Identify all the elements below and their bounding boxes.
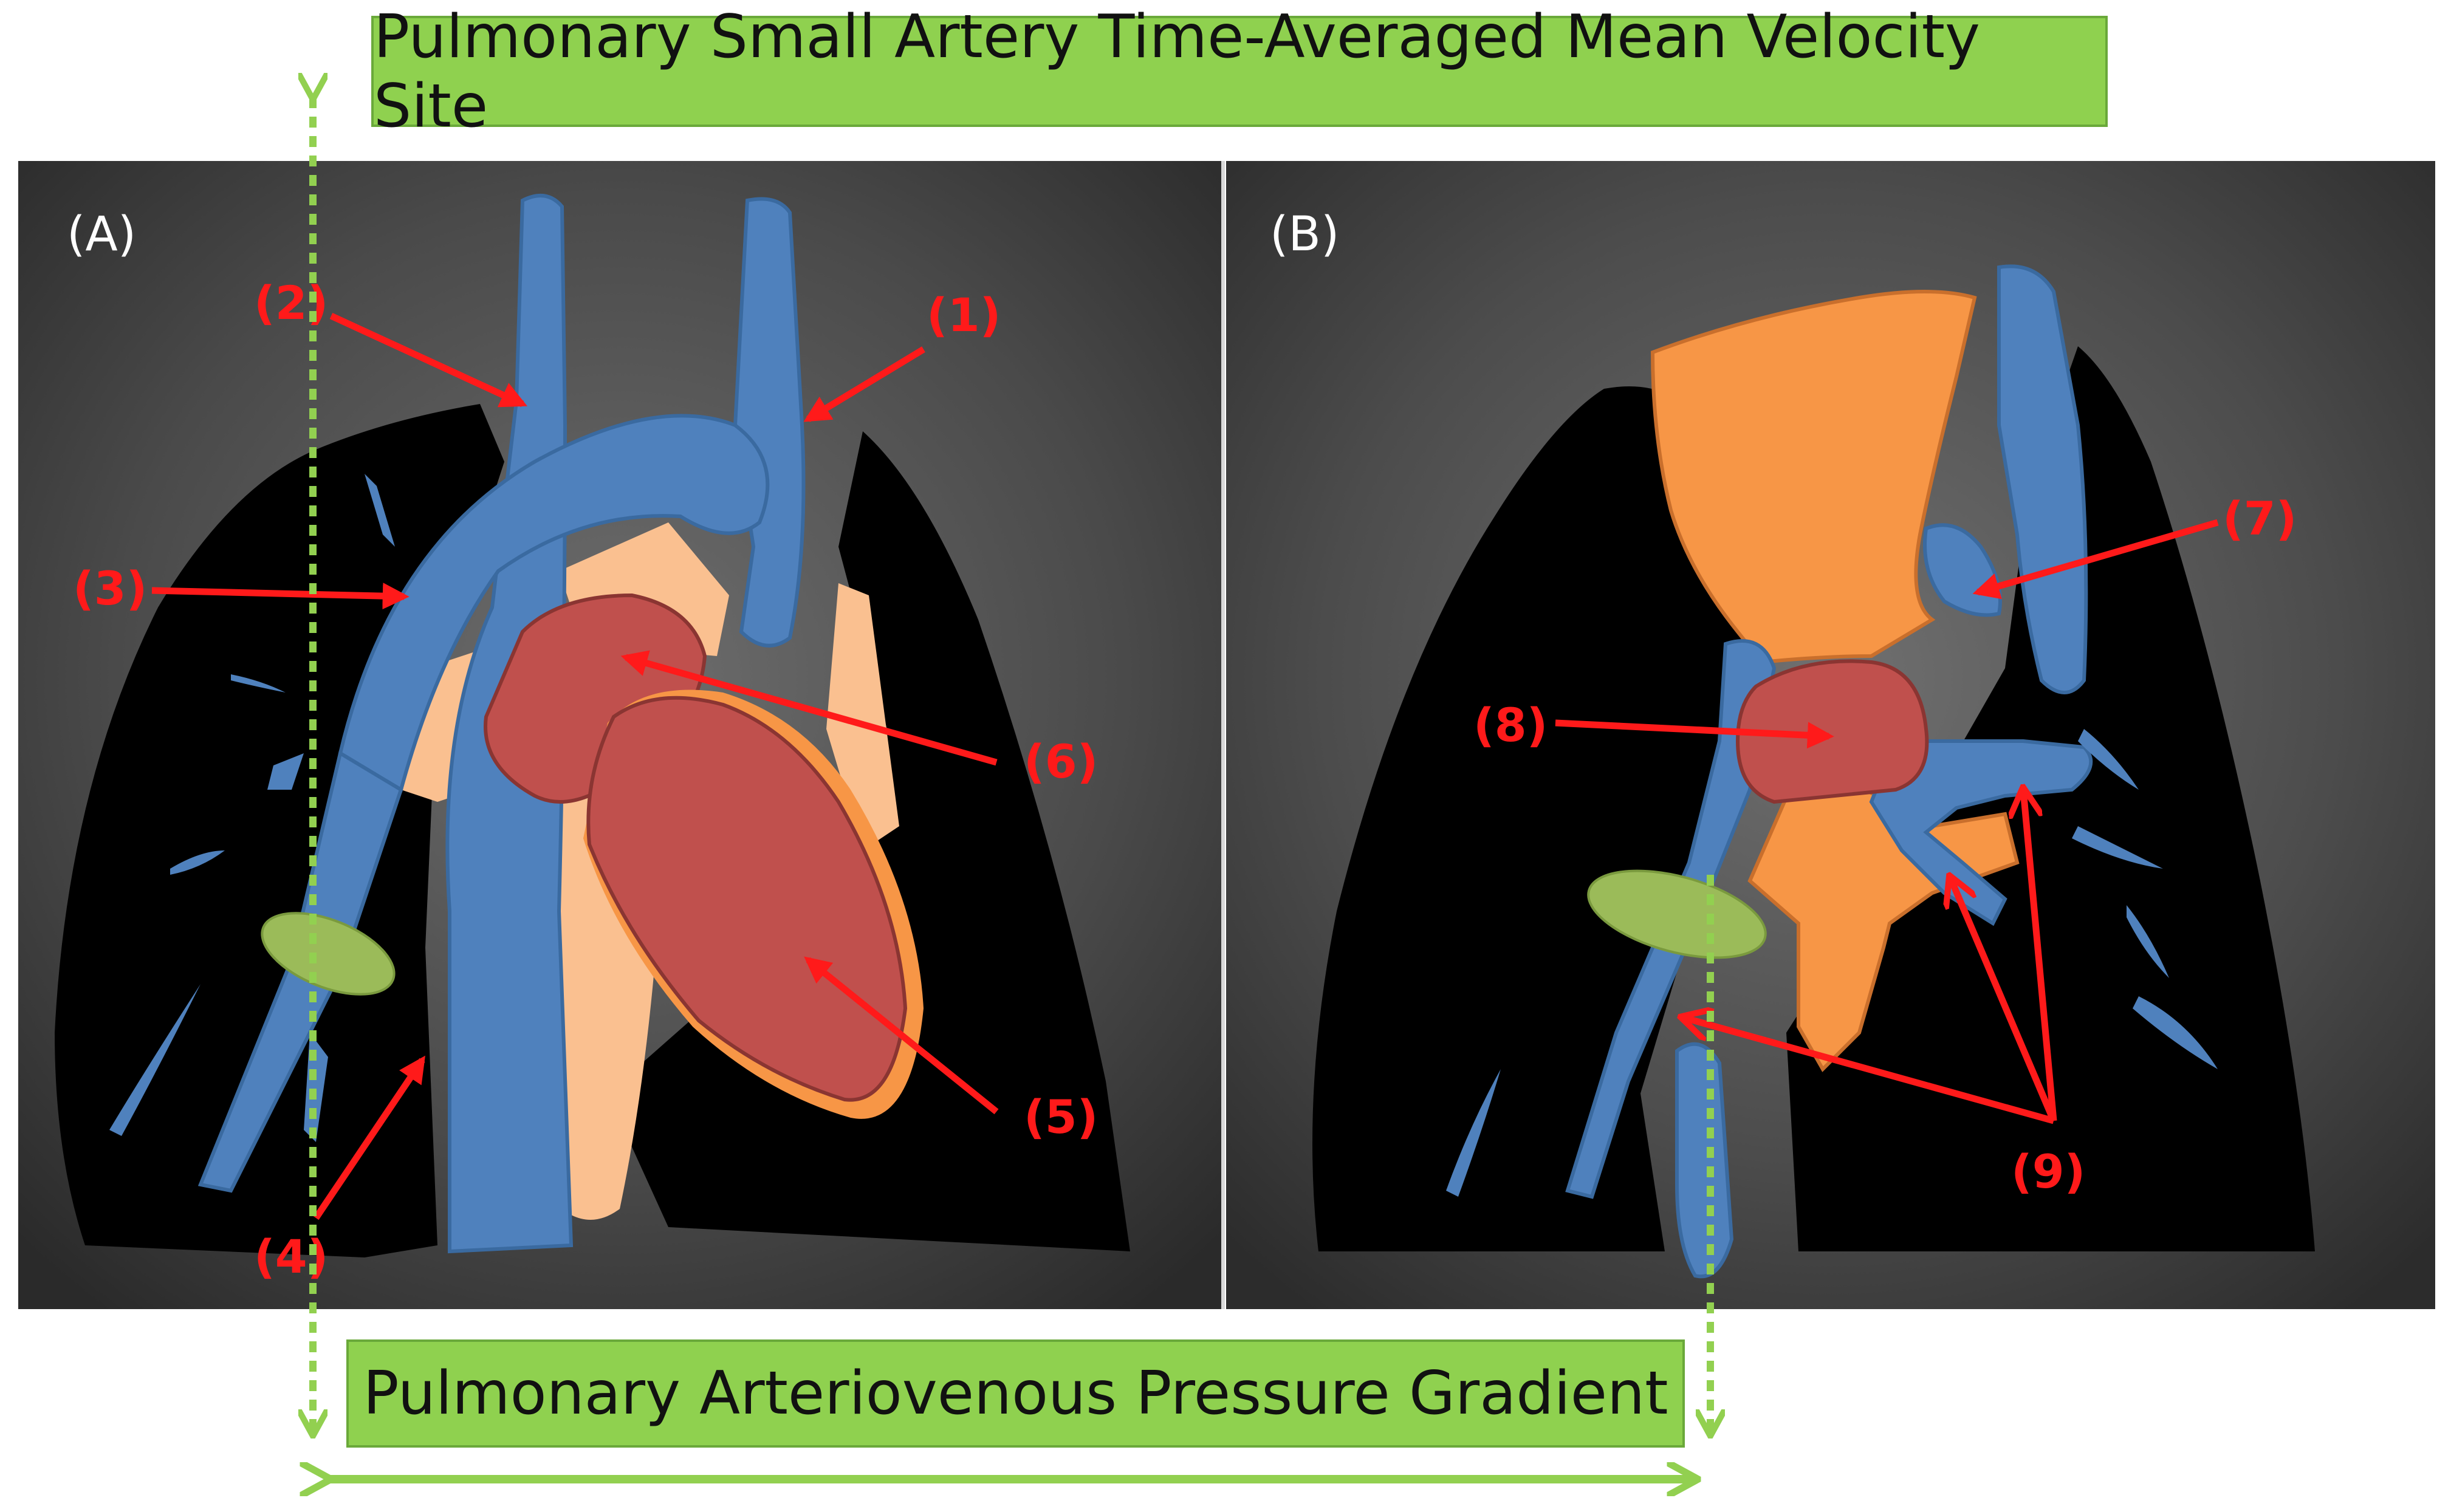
label-7: (7) [2223,491,2297,546]
arrow-3 [151,583,410,610]
panel-a-left-vessel [733,197,806,648]
bottom-banner-text: Pulmonary Arteriovenous Pressure Gradien… [363,1359,1668,1428]
arrow-4 [313,1055,425,1220]
label-3: (3) [73,561,147,615]
label-2: (2) [254,276,328,330]
panel-a-left-ventricle [586,696,908,1102]
guide-lines [313,97,1710,1479]
arrow-1 [803,346,925,422]
bottom-banner: Pulmonary Arteriovenous Pressure Gradien… [346,1339,1685,1448]
panel-a-lung-vessel-2 [231,674,286,693]
panel-b-lung-vessel-2 [2072,826,2163,869]
panel-b-orange-atrium [1650,290,1977,665]
arrow-6 [620,650,998,766]
panel-b-lung-vessel-1 [2078,729,2139,790]
panel-b-left-lung [1786,346,2315,1251]
panel-a-anatomy: (A) (1) (2) (3) (4) (5) (6) [55,194,1130,1284]
panel-b-lung-vessel-5 [1446,1069,1501,1197]
panel-a-letter: (A) [67,207,136,262]
panel-a-lung-vessel-4 [170,850,225,875]
top-banner-text: Pulmonary Small Artery Time-Averaged Mea… [374,2,1980,141]
arrow-7 [1972,519,2219,600]
top-banner: Pulmonary Small Artery Time-Averaged Mea… [371,2,2108,141]
label-1: (1) [927,288,1001,342]
panel-a-lung-vessel-5 [109,984,201,1136]
arrow-9a [1683,1018,2055,1124]
label-4: (4) [254,1230,328,1284]
label-5: (5) [1024,1090,1098,1144]
panel-a-lung-vessel-3 [267,753,304,790]
panel-b-lung-vessel-3 [2127,905,2169,978]
label-9: (9) [2011,1144,2085,1199]
arrow-9b [1950,878,2057,1123]
panel-b-green-oval [1587,869,1767,959]
label-8: (8) [1473,698,1548,752]
panel-b-aorta [1997,264,2088,694]
panel-a-pulmonary-arch [338,414,770,793]
panel-b-anatomy: (B) (7) (8) (9) [1270,207,2315,1279]
panel-a-lung-vessel-1 [365,474,395,547]
arrow-2 [329,313,527,408]
arrow-5 [804,956,999,1115]
panel-b-letter: (B) [1270,207,1339,262]
arrow-9c [2023,790,2057,1121]
label-6: (6) [1024,734,1098,788]
arrow-8 [1555,719,1834,749]
panel-b-lung-vessel-4 [2133,996,2218,1069]
